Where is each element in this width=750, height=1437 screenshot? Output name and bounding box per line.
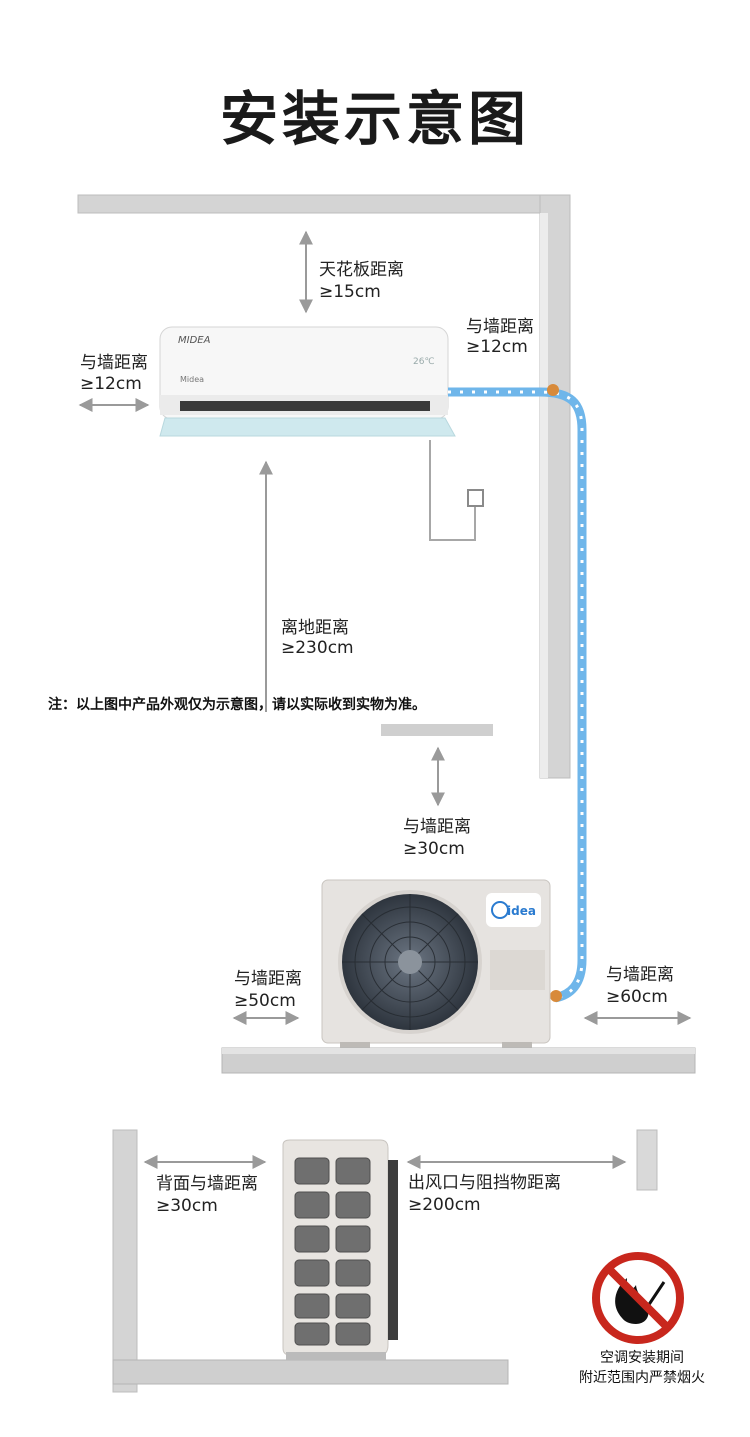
outdoor-top-distance-value: ≥30cm: [403, 839, 465, 859]
svg-text:Midea: Midea: [180, 375, 204, 384]
socket-icon: [467, 489, 484, 507]
pipe-joint: [550, 990, 562, 1002]
outdoor-unit-side-view: [282, 1139, 398, 1360]
ceiling-distance-label: 天花板距离: [319, 260, 404, 280]
disclaimer-note: 注：以上图中产品外观仅为示意图，请以实际收到实物为准。: [48, 697, 426, 713]
outdoor-left-distance-value: ≥50cm: [234, 991, 296, 1011]
outdoor-top-wall: [381, 724, 493, 736]
indoor-left-distance-value: ≥12cm: [80, 374, 142, 394]
indoor-left-distance-label: 与墙距离: [80, 353, 148, 373]
no-fire-icon: [592, 1252, 684, 1344]
svg-text:idea: idea: [507, 904, 536, 918]
svg-text:MIDEA: MIDEA: [178, 335, 211, 346]
indoor-unit: MIDEA Midea 26℃: [159, 326, 456, 437]
outdoor-left-distance-label: 与墙距离: [234, 969, 302, 989]
indoor-right-distance-label: 与墙距离: [466, 317, 534, 337]
outdoor-top-distance-label: 与墙距离: [403, 817, 471, 837]
side-wall: [539, 194, 571, 779]
outdoor-right-distance-label: 与墙距离: [606, 965, 674, 985]
outlet-distance-value: ≥200cm: [408, 1195, 481, 1215]
warning-line-1: 空调安装期间: [600, 1350, 684, 1366]
ceiling-distance-value: ≥15cm: [319, 282, 381, 302]
power-cable: [429, 440, 484, 541]
back-distance-value: ≥30cm: [156, 1196, 218, 1216]
floor-distance-value: ≥230cm: [281, 638, 354, 658]
ceiling-wall: [77, 194, 566, 214]
back-wall: [112, 1129, 138, 1393]
floor-distance-label: 离地距离: [281, 618, 349, 638]
outdoor-right-distance-value: ≥60cm: [606, 987, 668, 1007]
outlet-distance-label: 出风口与阻挡物距离: [408, 1173, 561, 1193]
pipe-joint: [547, 384, 559, 396]
ground-slab: [221, 1047, 696, 1074]
refrigerant-pipe: [448, 384, 587, 1003]
page-title: 安装示意图: [219, 85, 530, 153]
indoor-right-distance-value: ≥12cm: [466, 337, 528, 357]
obstacle-wall: [636, 1129, 658, 1191]
back-distance-label: 背面与墙距离: [156, 1174, 258, 1194]
outdoor-unit: idea: [321, 879, 551, 1048]
warning-line-2: 附近范围内严禁烟火: [579, 1370, 705, 1386]
svg-text:26℃: 26℃: [413, 357, 435, 367]
side-view-ground: [112, 1359, 509, 1385]
